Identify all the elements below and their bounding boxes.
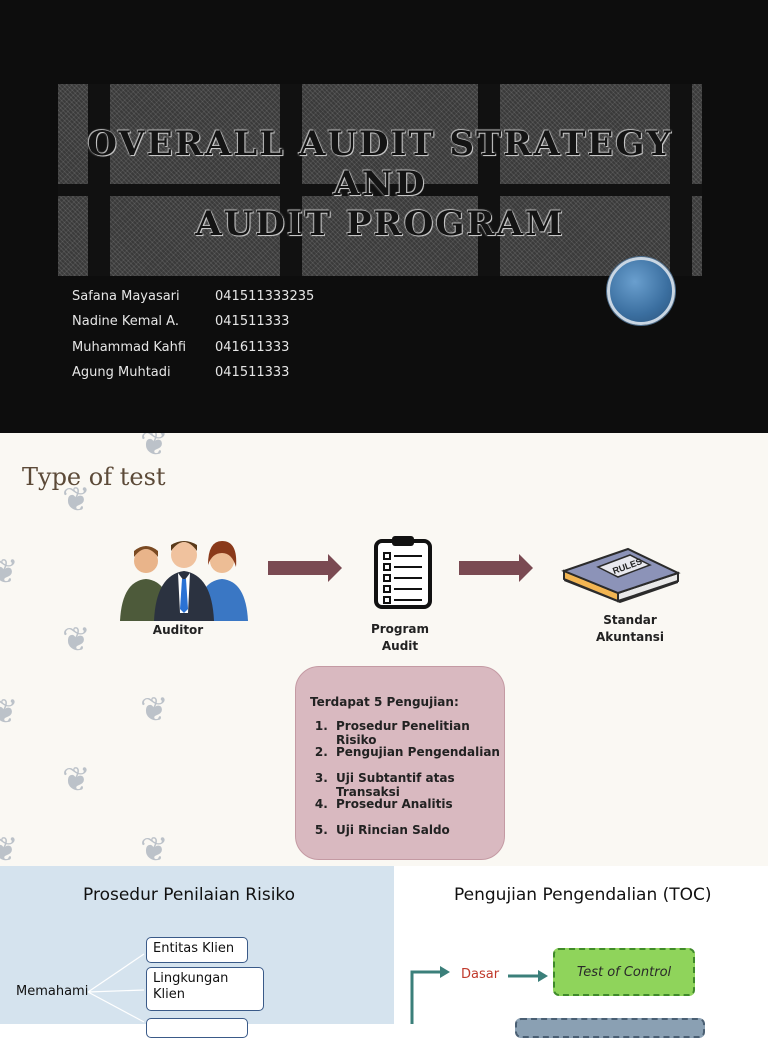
member-id: 041511333 [215, 314, 290, 330]
title-slide: OVERALL AUDIT STRATEGY AND AUDIT PROGRAM… [0, 0, 768, 433]
next-step-box [515, 1018, 705, 1038]
slide-title: Prosedur Penilaian Risiko [83, 885, 296, 905]
checklist-clipboard-icon [374, 536, 432, 609]
rules-book-icon: RULES [561, 547, 681, 603]
test-of-control-slide: Pengujian Pengendalian (TOC) [394, 866, 768, 1024]
branch-lines [87, 953, 145, 1023]
title-line-1: OVERALL AUDIT STRATEGY [87, 124, 673, 164]
auditor-group-icon [120, 541, 248, 621]
list-item: Uji Rincian Saldo [332, 823, 504, 849]
next-item-box [146, 1018, 248, 1038]
lingkungan-klien-box: Lingkungan Klien [146, 967, 264, 1011]
test-types-list: Prosedur Penelitian Risiko Pengujian Pen… [310, 719, 504, 849]
leaf-decoration-icon: ❦ [140, 433, 169, 464]
title-banner [58, 84, 702, 276]
lingkungan-line-2: Klien [153, 987, 185, 1002]
leaf-decoration-icon: ❦ [62, 620, 91, 660]
toc-flow-lines [410, 966, 548, 1024]
title-line-2: AND [333, 164, 427, 204]
test-types-heading: Terdapat 5 Pengujian: [310, 695, 459, 709]
memahami-label: Memahami [16, 984, 89, 999]
member-name: Agung Muhtadi [72, 364, 171, 380]
program-audit-line-2: Audit [381, 639, 419, 653]
program-audit-caption: Program Audit [370, 621, 430, 655]
member-row: Muhammad Kahfi 041611333 [72, 340, 314, 365]
standar-line-1: Standar [603, 613, 657, 627]
program-audit-line-1: Program [370, 622, 430, 636]
standar-line-2: Akuntansi [596, 630, 664, 644]
standar-akuntansi-caption: Standar Akuntansi [592, 612, 668, 646]
auditor-caption: Auditor [152, 623, 204, 637]
leaf-decoration-icon: ❦ [0, 692, 19, 732]
decorative-circle-badge [607, 257, 675, 325]
member-id: 041511333235 [215, 289, 315, 304]
flow-arrow [459, 554, 533, 582]
entitas-klien-box: Entitas Klien [146, 937, 248, 963]
member-row: Agung Muhtadi 041511333 [72, 365, 314, 390]
list-item: Uji Subtantif atas Transaksi [332, 771, 504, 799]
member-name: Safana Mayasari [72, 289, 180, 304]
leaf-decoration-icon: ❦ [62, 480, 91, 520]
lingkungan-line-1: Lingkungan [153, 971, 229, 986]
leaf-decoration-icon: ❦ [140, 830, 169, 866]
title-line-3: AUDIT PROGRAM [195, 204, 565, 244]
flow-arrow [268, 554, 342, 582]
leaf-decoration-icon: ❦ [0, 830, 19, 866]
type-of-test-slide: ❦ ❦ ❦ ❦ ❦ ❦ ❦ ❦ ❦ Type of test Auditor [0, 433, 768, 866]
test-of-control-box: Test of Control [553, 948, 695, 996]
leaf-decoration-icon: ❦ [62, 760, 91, 800]
member-name: Muhammad Kahfi [72, 339, 187, 355]
leaf-decoration-icon: ❦ [140, 690, 169, 730]
slide-title: Pengujian Pengendalian (TOC) [454, 885, 712, 905]
list-item: Prosedur Penelitian Risiko [332, 719, 504, 747]
member-row: Safana Mayasari 041511333235 [72, 289, 314, 314]
slide-title: Type of test [22, 463, 166, 491]
risk-assessment-slide: Prosedur Penilaian Risiko Memahami Entit… [0, 866, 394, 1038]
test-types-box: Terdapat 5 Pengujian: Prosedur Penelitia… [295, 666, 505, 860]
member-id: 041511333 [215, 364, 290, 380]
member-list: Safana Mayasari 041511333235 Nadine Kema… [72, 289, 314, 390]
member-id: 041611333 [215, 339, 290, 355]
dasar-label: Dasar [461, 967, 500, 982]
list-item: Pengujian Pengendalian [332, 745, 504, 771]
leaf-decoration-icon: ❦ [0, 552, 19, 592]
list-item: Prosedur Analitis [332, 797, 504, 823]
member-name: Nadine Kemal A. [72, 314, 179, 330]
member-row: Nadine Kemal A. 041511333 [72, 314, 314, 339]
presentation-title: OVERALL AUDIT STRATEGY AND AUDIT PROGRAM [58, 124, 702, 244]
